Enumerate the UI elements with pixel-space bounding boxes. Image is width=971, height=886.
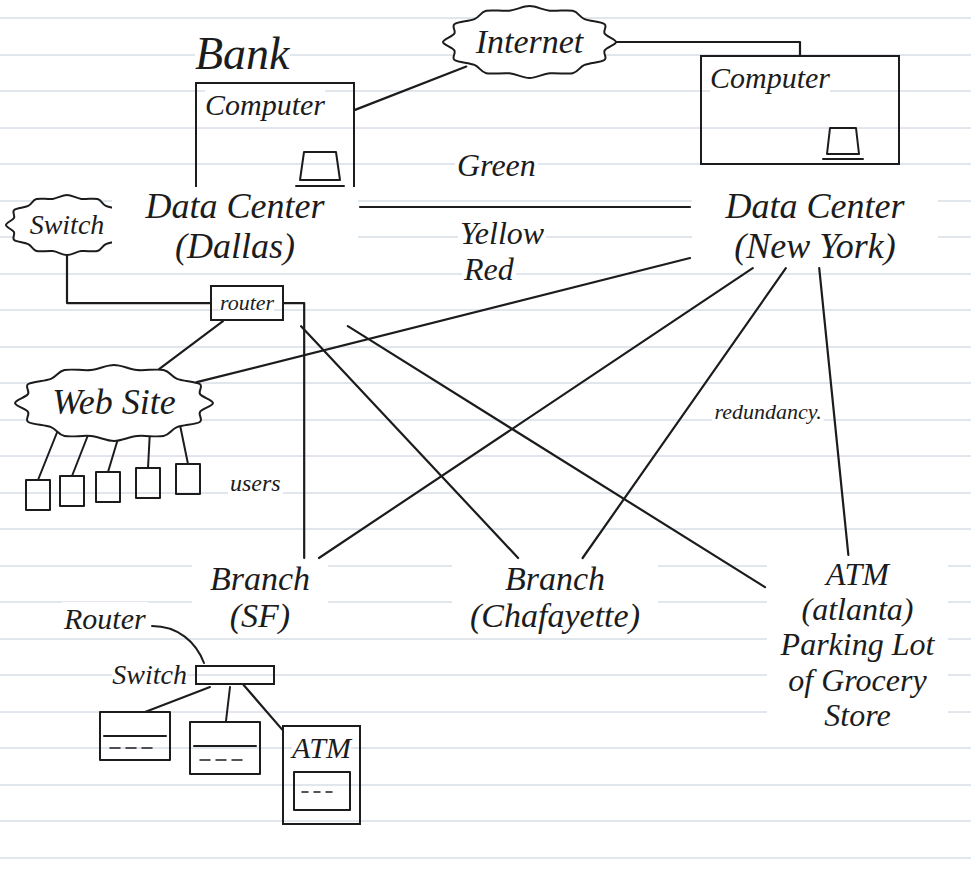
branch-device	[100, 712, 170, 760]
device-link	[145, 687, 210, 712]
ruled-line	[0, 493, 971, 494]
node-text: Data Center (Dallas)	[112, 187, 358, 266]
note-label: Green	[455, 148, 538, 183]
node-text: Switch	[30, 210, 105, 241]
node-text: Computer	[710, 61, 830, 94]
branch-site: Branch (SF)	[190, 558, 330, 637]
monitor-icon	[300, 152, 340, 180]
note-label: users	[228, 470, 283, 496]
heading-text: Switch	[112, 660, 187, 691]
atm-keys	[302, 791, 332, 793]
device-detail	[104, 735, 166, 737]
node-text: Web Site	[52, 383, 176, 423]
device-detail	[110, 747, 152, 749]
user-link	[180, 425, 188, 464]
user-terminal	[60, 476, 84, 506]
node-text: Branch (Chafayette)	[452, 560, 658, 635]
node-text: ATM	[292, 731, 351, 764]
monitor-icon	[827, 128, 859, 154]
ruled-line	[0, 858, 971, 859]
node-text: Computer	[205, 88, 325, 121]
node-text: router	[220, 291, 274, 315]
cloud-shape	[6, 195, 128, 255]
website-cloud: Web Site	[12, 362, 216, 444]
ruled-line	[0, 529, 971, 530]
atm-site: ATM (atlanta) Parking Lot of Grocery Sto…	[765, 555, 950, 735]
ruled-line	[0, 456, 971, 457]
ruled-line	[0, 785, 971, 786]
atm-box: ATM	[282, 725, 361, 825]
ruled-line	[0, 347, 971, 348]
ruled-line	[0, 748, 971, 749]
node-text: Branch (SF)	[192, 560, 328, 635]
internet-cloud: Internet	[440, 3, 619, 81]
network-link	[348, 326, 765, 587]
node-text: ATM (atlanta) Parking Lot of Grocery Sto…	[767, 557, 948, 733]
device-detail	[194, 745, 256, 747]
network-link	[301, 326, 518, 558]
cloud-shape	[443, 6, 616, 78]
network-link	[319, 268, 753, 558]
user-terminal	[136, 468, 160, 498]
user-terminal	[96, 472, 120, 502]
node-text: Internet	[476, 23, 584, 60]
note-label: Yellow	[458, 216, 546, 251]
monitor-base	[823, 158, 863, 160]
network-link	[197, 258, 690, 382]
node-text: Data Center (New York)	[692, 187, 938, 266]
network-link	[284, 303, 304, 558]
network-link	[159, 321, 223, 369]
data-center: router Data Center (Dallas)	[110, 185, 360, 326]
user-terminal	[176, 464, 200, 494]
network-link	[360, 206, 690, 208]
ruled-line	[0, 821, 971, 822]
device-detail	[200, 759, 242, 761]
switch-box: Switch	[195, 665, 275, 685]
note-label: Router	[62, 602, 148, 635]
user-terminal	[26, 480, 50, 510]
network-link	[355, 67, 466, 110]
user-link	[38, 425, 60, 480]
branch-device	[190, 722, 260, 774]
ruled-line	[0, 128, 971, 129]
computer-box: BankComputer	[195, 82, 355, 200]
network-link	[616, 42, 800, 55]
heading-text: Bank	[195, 29, 290, 80]
cloud-shape	[15, 365, 213, 441]
device-link	[226, 687, 230, 721]
router-box: router	[210, 285, 284, 321]
atm-screen	[294, 772, 350, 810]
data-center: Data Center (New York)	[690, 185, 940, 268]
computer-box: Computer	[700, 55, 900, 165]
edge-label: redundancy.	[712, 400, 823, 424]
note-label: Red	[462, 252, 516, 287]
network-link	[244, 685, 282, 729]
branch-site: Branch (Chafayette)	[450, 558, 660, 637]
